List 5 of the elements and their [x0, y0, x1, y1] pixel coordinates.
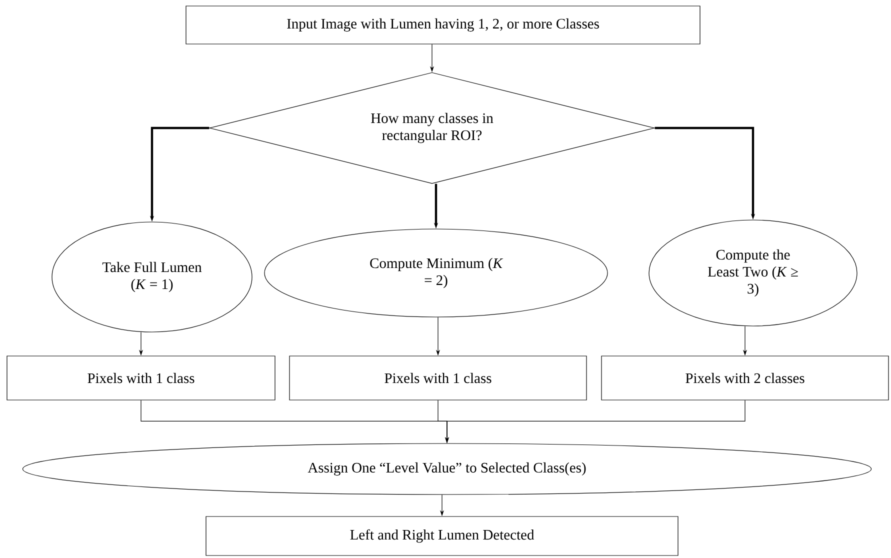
output-box: Pixels with 1 class [6, 356, 276, 400]
output-box: Left and Right Lumen Detected [206, 516, 678, 556]
input-box: Input Image with Lumen having 1, 2, or more Classes [186, 6, 700, 44]
output-box: Pixels with 1 class [289, 356, 587, 400]
output-box: Pixels with 2 classes [601, 356, 889, 400]
